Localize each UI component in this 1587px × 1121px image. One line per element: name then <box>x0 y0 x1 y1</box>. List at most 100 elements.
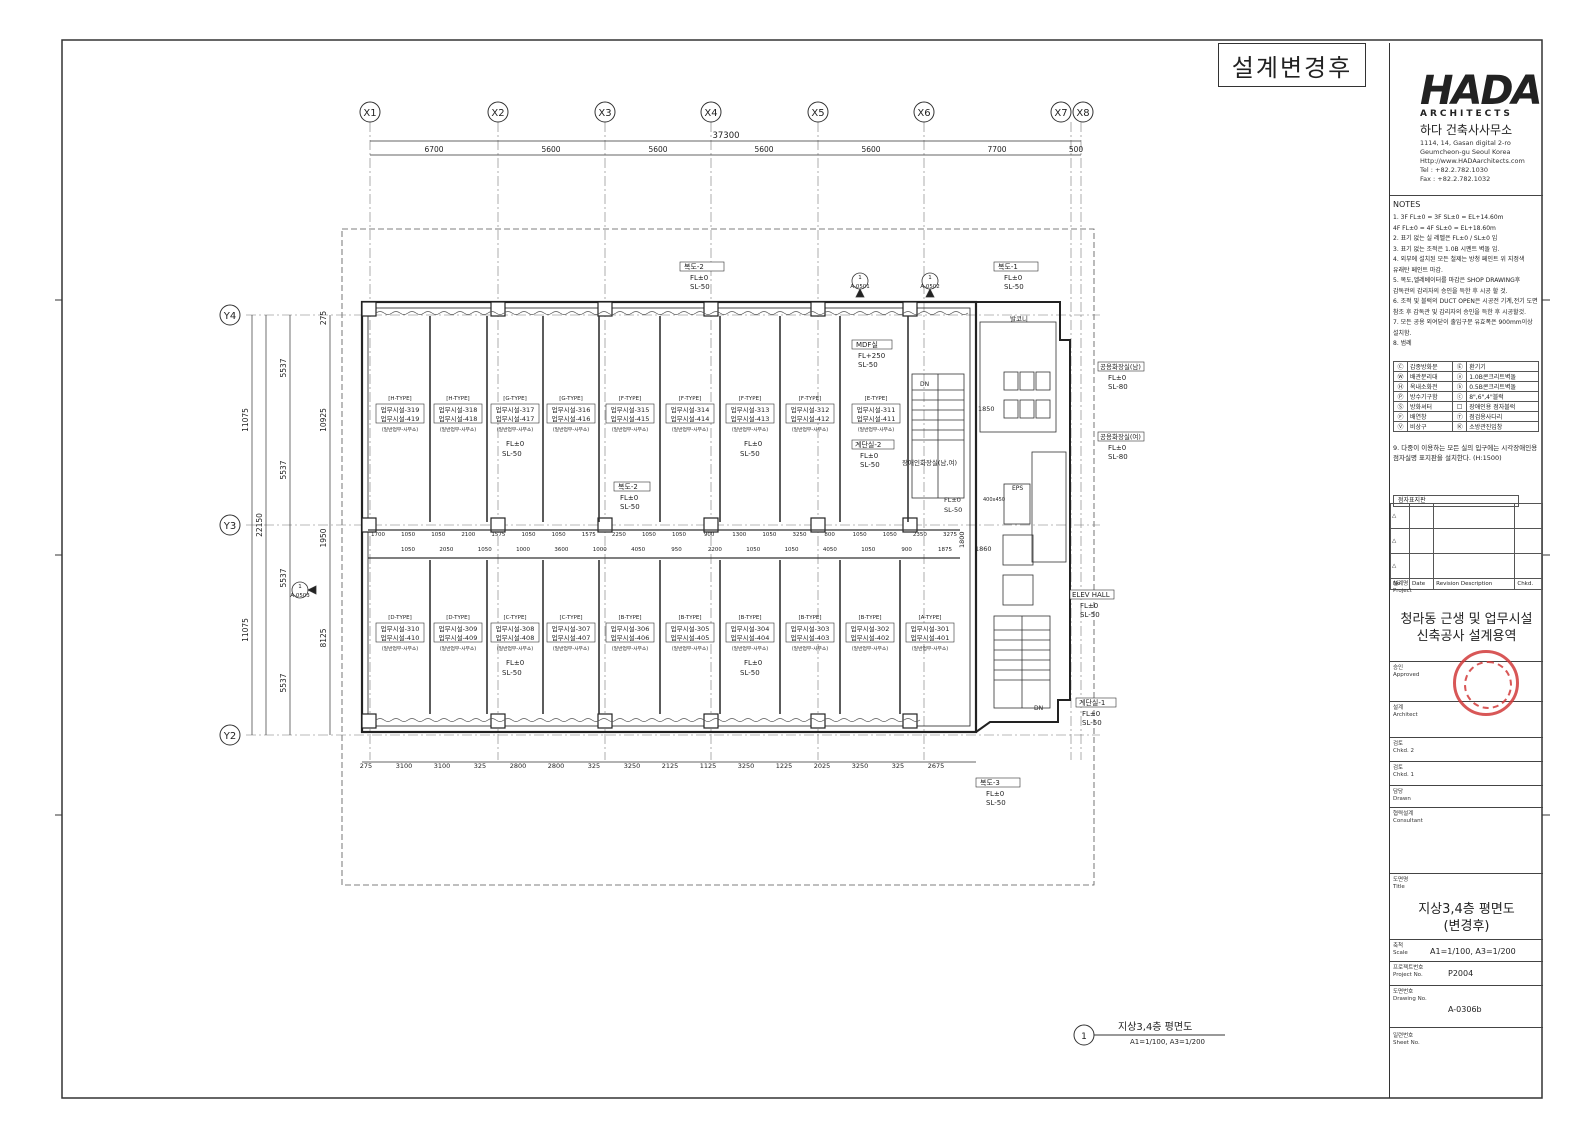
room-name-box <box>665 403 715 424</box>
corridor-dim: 1700 <box>371 532 385 538</box>
note-item: 6. 조적 및 블럭의 DUCT OPEN은 시공전 기계,전기 도면 <box>1393 298 1538 305</box>
room-name-box <box>605 622 655 643</box>
tag-mdf: MDF실 <box>856 340 878 349</box>
tag-elev-hall: ELEV HALL <box>1072 591 1110 599</box>
section-ref: A-0501 <box>850 284 870 290</box>
level-fl: FL±0 <box>1108 444 1126 452</box>
room-use: (일반업무-사무소) <box>612 426 648 433</box>
grid-label-y3: Y3 <box>223 521 236 532</box>
room-type: [H-TYPE] <box>388 396 411 402</box>
room-use: (일반업무-사무소) <box>497 426 533 433</box>
corridor-dim: 1050 <box>861 547 875 553</box>
room-name-3f: 업무시설-303 <box>791 625 830 633</box>
left-dim: 5537 <box>279 568 288 587</box>
room-use: (일반업무-사무소) <box>792 426 828 433</box>
grid-label-x5: X5 <box>811 108 824 119</box>
note-item: 8. 범례 <box>1393 340 1412 347</box>
legend-symbol: Ⓥ <box>1393 421 1408 432</box>
top-dim: 7700 <box>987 145 1006 154</box>
room-type: [F-TYPE] <box>739 396 761 402</box>
room-use: (일반업무-사무소) <box>672 645 708 652</box>
level-fl: FL±0 <box>744 440 762 448</box>
grid-bubbles-y <box>219 304 241 746</box>
legend-symbol: Ⓚ <box>1452 421 1468 432</box>
room-name-box <box>375 622 425 643</box>
left-dim: 22150 <box>255 513 264 537</box>
corridor-dim: 900 <box>704 532 715 538</box>
room-name-box <box>605 403 655 424</box>
corridor-dim: 2200 <box>708 547 722 553</box>
corridor-dim: 1050 <box>401 547 415 553</box>
tag-wc-f: 공용화장실(여) <box>1100 432 1141 441</box>
level-sl: SL-50 <box>1082 719 1102 727</box>
title-label: 도면명 Title <box>1393 877 1409 890</box>
room-name-4f: 업무시설-417 <box>496 415 535 423</box>
core-stair-1 <box>993 615 1051 709</box>
grid-bubble-x1 <box>359 101 381 123</box>
note-item: 1. 3F FL±0 = 3F SL±0 = EL+14.60m <box>1393 214 1504 221</box>
top-dim: 5600 <box>861 145 880 154</box>
corridor-dim: 4050 <box>823 547 837 553</box>
room-name-3f: 업무시설-316 <box>552 406 591 414</box>
room-use: (일반업무-사무소) <box>912 645 948 652</box>
bottom-dim: 1125 <box>700 762 717 770</box>
room-name-3f: 업무시설-315 <box>611 406 650 414</box>
top-dim: 500 <box>1069 145 1084 154</box>
room-use: (일반업무-사무소) <box>852 645 888 652</box>
partition-walls <box>368 316 960 714</box>
bottom-dim: 325 <box>588 762 600 770</box>
left-dim: 1950 <box>319 528 328 547</box>
room-type: [A-TYPE] <box>919 615 942 621</box>
room-name-box <box>546 403 596 424</box>
level-sl: SL-50 <box>1080 611 1100 619</box>
corridor-dim: 3275 <box>943 532 957 538</box>
note-item: 감독관의 감리자의 승인을 득한 후 시공 할 것. <box>1393 287 1508 295</box>
grid-bubble-y4 <box>219 304 241 326</box>
bottom-dim: 3100 <box>396 762 413 770</box>
room-name-3f: 업무시설-314 <box>671 406 710 414</box>
tag-balcony: 발코니 <box>1010 314 1028 323</box>
legend-label: 비상구 <box>1406 421 1454 432</box>
section-ref: A-0503 <box>290 593 310 599</box>
tag-duct: 400x450 <box>983 497 1005 503</box>
level-sl: SL-80 <box>1108 383 1128 391</box>
room-use: (일반업무-사무소) <box>553 426 589 433</box>
sheet-title-label: 지상3,4층 평면도 <box>1118 1022 1193 1033</box>
note-item: 설치함. <box>1393 329 1412 337</box>
level-sl: SL-50 <box>944 506 962 514</box>
corridor-dim: 1875 <box>938 547 952 553</box>
firm-logo: HADA <box>1420 68 1543 114</box>
room-name-4f: 업무시설-401 <box>911 634 950 642</box>
level-fl: FL±0 <box>620 494 638 502</box>
title-block: HADA ARCHITECTS 하다 건축사사무소 1114, 14, Gasa… <box>1389 43 1543 1098</box>
legend-symbol: ⓒ <box>1452 391 1468 402</box>
room-name-4f: 업무시설-414 <box>671 415 710 423</box>
room-name-box <box>725 403 775 424</box>
curtain-wall <box>375 311 969 722</box>
tag-stair-1: 계단실-1 <box>1079 698 1105 707</box>
bottom-dim: 3250 <box>624 762 641 770</box>
room-use: (일반업무-사무소) <box>382 645 418 652</box>
left-dim: 5537 <box>279 673 288 692</box>
top-dim: 5600 <box>541 145 560 154</box>
seal-stamp <box>1453 650 1519 716</box>
corridor-dim: 1000 <box>516 547 530 553</box>
room-name-4f: 업무시설-410 <box>381 634 420 642</box>
core-stair-2 <box>911 373 965 499</box>
room-name-3f: 업무시설-317 <box>496 406 535 414</box>
room-name-box <box>490 622 540 643</box>
grid-label-y4: Y4 <box>223 311 236 322</box>
room-name-4f: 업무시설-416 <box>552 415 591 423</box>
room-type: [E-TYPE] <box>865 396 888 402</box>
legend-label: 방수기구함 <box>1406 391 1454 402</box>
drawing-no-label: 도면번호 Drawing No. <box>1393 989 1427 1002</box>
level-sl: SL-50 <box>858 361 878 369</box>
room-use: (일반업무-사무소) <box>732 645 768 652</box>
project-label: 설계명 Project <box>1393 581 1412 594</box>
site-boundary <box>341 228 1095 886</box>
legend-label: 환기기 <box>1466 361 1539 372</box>
dim-1860: 1860 <box>975 545 992 553</box>
level-sl: SL-50 <box>860 461 880 469</box>
